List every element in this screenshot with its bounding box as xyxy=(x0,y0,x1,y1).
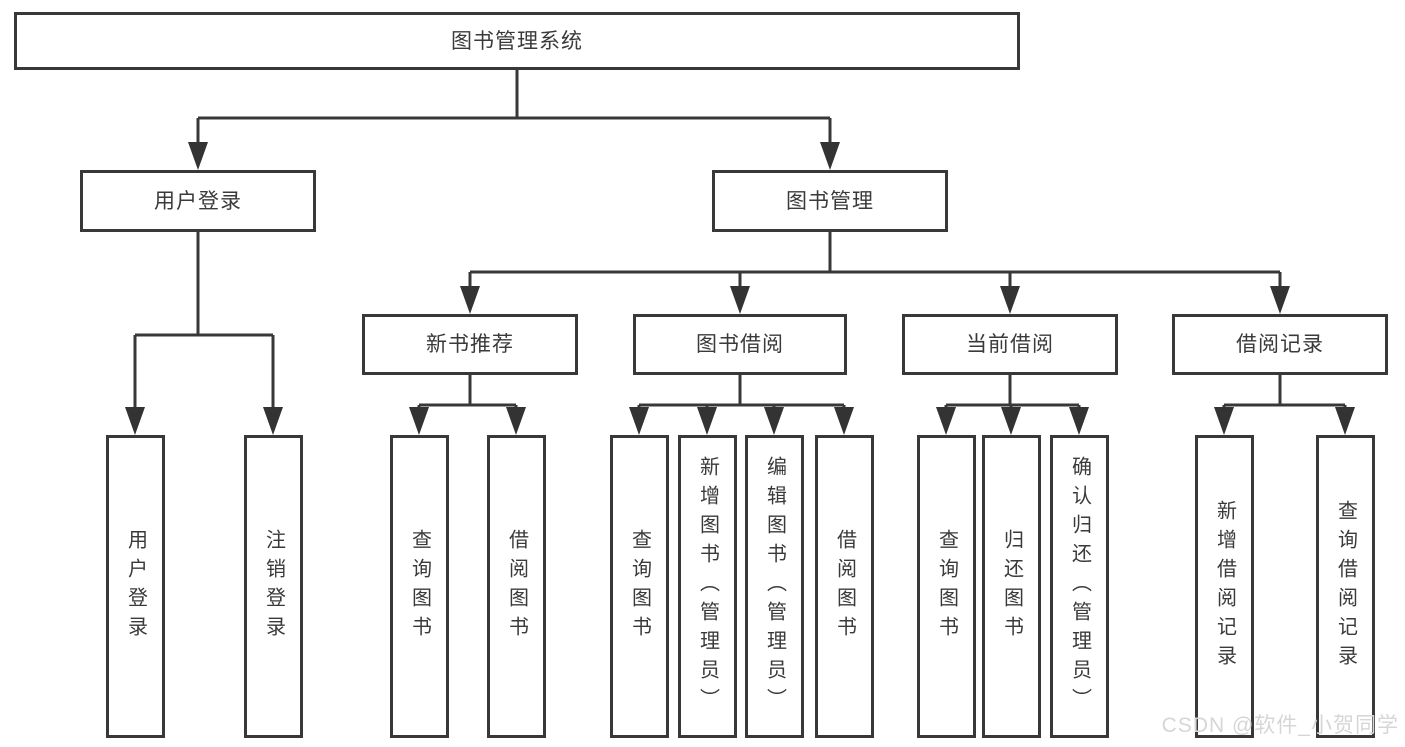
leaf-borrow-books: 借阅图书 xyxy=(815,435,874,738)
leaf-query-books-current: 查询图书 xyxy=(917,435,976,738)
node-user-login-label: 用户登录 xyxy=(154,189,242,213)
node-root-label: 图书管理系统 xyxy=(451,29,583,53)
leaf-return-books: 归还图书 xyxy=(982,435,1041,738)
csdn-watermark: CSDN @软件_小贺同学 xyxy=(1161,714,1399,737)
arrowhead-icons xyxy=(125,142,1355,435)
node-new-book-recommend: 新书推荐 xyxy=(362,314,578,375)
leaf-confirm-return-admin: 确认归还（管理员） xyxy=(1050,435,1109,738)
node-borrow-records-label: 借阅记录 xyxy=(1236,333,1324,356)
leaf-logout: 注销登录 xyxy=(244,435,303,738)
node-book-borrow: 图书借阅 xyxy=(633,314,847,375)
leaf-add-book-admin: 新增图书（管理员） xyxy=(678,435,737,738)
node-current-borrow: 当前借阅 xyxy=(902,314,1118,375)
leaf-query-borrow-record-label: 查询借阅记录 xyxy=(1334,499,1357,674)
leaf-query-borrow-record: 查询借阅记录 xyxy=(1316,435,1375,738)
leaf-borrow-books-recommend: 借阅图书 xyxy=(487,435,546,738)
leaf-query-books-recommend-label: 查询图书 xyxy=(408,528,431,645)
leaf-query-books-borrow: 查询图书 xyxy=(610,435,669,738)
leaf-add-book-admin-label: 新增图书（管理员） xyxy=(696,456,719,717)
leaf-query-books-recommend: 查询图书 xyxy=(390,435,449,738)
node-new-book-recommend-label: 新书推荐 xyxy=(426,333,514,356)
leaf-edit-book-admin-label: 编辑图书（管理员） xyxy=(763,456,786,717)
node-user-login: 用户登录 xyxy=(80,170,316,232)
leaf-edit-book-admin: 编辑图书（管理员） xyxy=(745,435,804,738)
leaf-logout-label: 注销登录 xyxy=(262,528,285,645)
node-book-management-label: 图书管理 xyxy=(786,189,874,213)
leaf-borrow-books-recommend-label: 借阅图书 xyxy=(505,528,528,645)
leaf-confirm-return-admin-label: 确认归还（管理员） xyxy=(1068,456,1091,717)
leaf-user-login: 用户登录 xyxy=(106,435,165,738)
node-book-borrow-label: 图书借阅 xyxy=(696,333,784,356)
node-root-system: 图书管理系统 xyxy=(14,12,1020,70)
leaf-return-books-label: 归还图书 xyxy=(1000,528,1023,645)
leaf-add-borrow-record: 新增借阅记录 xyxy=(1195,435,1254,738)
leaf-query-books-borrow-label: 查询图书 xyxy=(628,528,651,645)
leaf-query-books-current-label: 查询图书 xyxy=(935,528,958,645)
node-current-borrow-label: 当前借阅 xyxy=(966,333,1054,356)
node-borrow-records: 借阅记录 xyxy=(1172,314,1388,375)
leaf-borrow-books-label: 借阅图书 xyxy=(833,528,856,645)
leaf-user-login-label: 用户登录 xyxy=(124,528,147,645)
node-book-management: 图书管理 xyxy=(712,170,948,232)
leaf-add-borrow-record-label: 新增借阅记录 xyxy=(1213,499,1236,674)
